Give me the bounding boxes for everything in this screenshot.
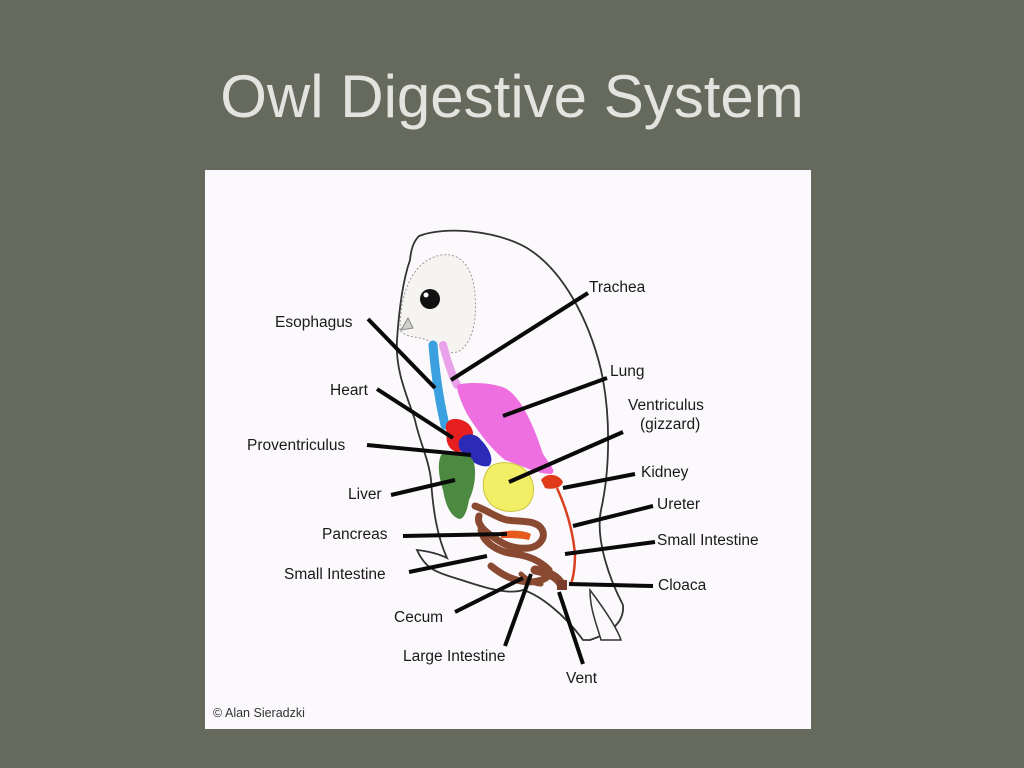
label-large-intestine: Large Intestine	[403, 648, 506, 665]
small-intestine-right-leader	[564, 540, 656, 556]
label-vent: Vent	[566, 670, 598, 687]
copyright-credit: © Alan Sieradzki	[213, 706, 305, 720]
heart-leader	[375, 387, 455, 440]
lung-leader	[502, 376, 608, 418]
pancreas-leader	[402, 532, 508, 538]
cloaca-leader	[568, 582, 654, 588]
label-ventriculus: Ventriculus	[628, 397, 704, 414]
label-lung: Lung	[610, 363, 644, 380]
label-small-intestine-left: Small Intestine	[284, 566, 386, 583]
label-cecum: Cecum	[394, 609, 443, 626]
vent-leader	[557, 591, 585, 665]
proventriculus-organ	[458, 434, 492, 467]
owl-tail	[589, 587, 623, 641]
trachea-organ	[439, 341, 461, 389]
ureter-leader	[572, 504, 654, 528]
esophagus-organ	[428, 340, 450, 430]
label-liver: Liver	[348, 486, 382, 503]
proventriculus-leader	[366, 443, 472, 457]
small-intestine-left-leader	[408, 554, 488, 574]
liver-leader	[390, 478, 456, 497]
owl-eye	[420, 289, 440, 309]
eye-highlight	[423, 292, 429, 298]
label-ventriculus-gizzard: (gizzard)	[640, 416, 700, 433]
owl-anatomy-figure: Trachea Esophagus Lung Heart Ventriculus…	[205, 170, 811, 729]
liver-organ	[438, 452, 476, 519]
label-proventriculus: Proventriculus	[247, 437, 345, 454]
label-heart: Heart	[330, 382, 369, 399]
cecum-organ	[518, 571, 544, 587]
ventriculus-leader	[508, 430, 624, 484]
kidney-organ	[541, 474, 563, 489]
slide-title: Owl Digestive System	[220, 63, 804, 130]
label-trachea: Trachea	[589, 279, 646, 296]
kidney-leader	[562, 472, 636, 490]
label-small-intestine-right: Small Intestine	[657, 532, 759, 549]
label-kidney: Kidney	[641, 464, 689, 481]
esophagus-leader	[366, 317, 437, 390]
cecum-leader	[454, 576, 524, 614]
label-cloaca: Cloaca	[658, 577, 707, 594]
owl-beak	[400, 316, 414, 331]
pancreas-organ	[501, 530, 531, 540]
cloaca-organ	[557, 580, 567, 590]
label-ureter: Ureter	[657, 496, 700, 513]
owl-anatomy-diagram: Trachea Esophagus Lung Heart Ventriculus…	[213, 229, 759, 720]
label-pancreas: Pancreas	[322, 526, 388, 543]
label-esophagus: Esophagus	[275, 314, 353, 331]
large-intestine-leader	[503, 573, 533, 647]
trachea-leader	[449, 291, 590, 382]
lung-organ	[457, 383, 554, 474]
